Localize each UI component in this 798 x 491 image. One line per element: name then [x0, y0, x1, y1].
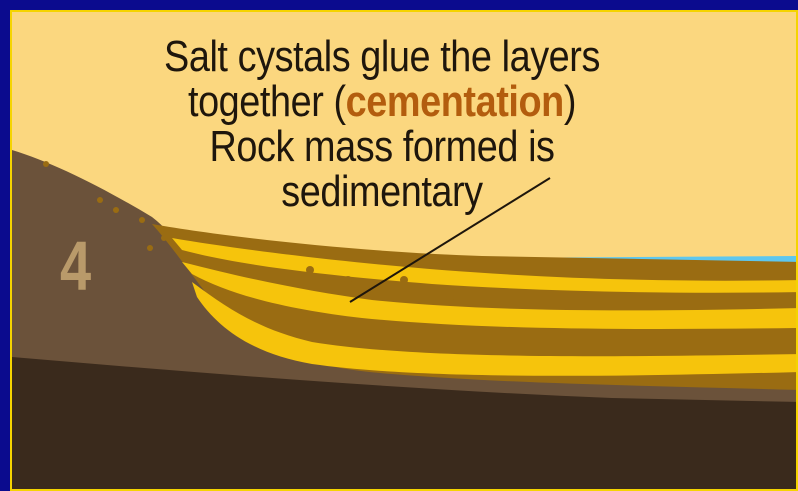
- salt-crystal: [97, 197, 103, 203]
- cementation-term: cementation: [346, 77, 564, 126]
- caption-line-2: together (cementation): [115, 79, 648, 124]
- caption-line-2-start: together (: [188, 77, 346, 126]
- diagram-panel: Salt cystals glue the layers together (c…: [10, 10, 798, 491]
- salt-crystal: [147, 245, 153, 251]
- caption-line-2-end: ): [564, 77, 576, 126]
- salt-crystal: [43, 161, 49, 167]
- salt-crystal: [139, 217, 145, 223]
- salt-crystal: [161, 235, 167, 241]
- caption-line-3: Rock mass formed is sedimentary: [115, 124, 648, 214]
- salt-crystal: [306, 266, 314, 274]
- step-number: 4: [60, 226, 91, 306]
- salt-crystal: [400, 276, 408, 284]
- caption-line-1: Salt cystals glue the layers: [115, 34, 648, 79]
- caption: Salt cystals glue the layers together (c…: [115, 34, 648, 214]
- salt-crystal: [446, 294, 454, 302]
- salt-crystal: [344, 276, 352, 284]
